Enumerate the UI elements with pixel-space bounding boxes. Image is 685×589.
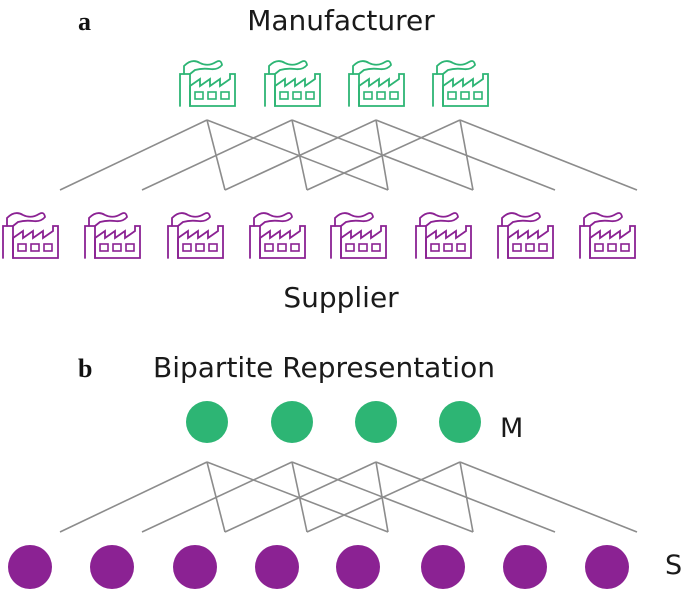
panel-b-supplier-nodes [8, 545, 629, 589]
panel-a-edge-3 [206, 119, 389, 191]
panel-b-edge-3 [206, 461, 389, 533]
supplier-factory-icon-5 [330, 212, 387, 259]
manufacturer-factory-icon-4 [432, 60, 489, 107]
manufacturer-node-1 [186, 401, 228, 443]
panel-a-edges [59, 119, 638, 191]
manufacturer-factory-icon-3 [348, 60, 405, 107]
panel-a-edge-4 [141, 119, 293, 191]
manufacturer-node-4 [439, 401, 481, 443]
supplier-node-5 [336, 545, 380, 589]
panel-a-edge-10 [306, 119, 461, 191]
supplier-factory-icon-4 [249, 212, 306, 259]
supplier-title: Supplier [283, 281, 399, 314]
panel-b-edge-7 [224, 461, 377, 533]
supplier-factory-icon-2 [84, 212, 141, 259]
panel-a-manufacturers [179, 60, 489, 107]
panel-a-edge-7 [224, 119, 377, 191]
panel-b-edge-9 [375, 461, 556, 533]
supplier-factory-icon-6 [415, 212, 472, 259]
supplier-factory-icon-8 [579, 212, 636, 259]
supplier-node-1 [8, 545, 52, 589]
panel-b-edge-12 [459, 461, 638, 533]
manufacturer-factory-icon-2 [264, 60, 321, 107]
supplier-node-4 [255, 545, 299, 589]
panel-a-label: a [78, 7, 91, 36]
supplier-side-label: S [665, 550, 682, 581]
panel-b-edge-11 [459, 461, 474, 533]
panel-b-edges [59, 461, 638, 533]
panel-a-edge-9 [375, 119, 556, 191]
manufacturer-title: Manufacturer [247, 4, 435, 37]
supplier-factory-icon-1 [2, 212, 59, 259]
panel-b-edge-10 [306, 461, 461, 533]
manufacturer-node-3 [355, 401, 397, 443]
panel-a-edge-12 [459, 119, 638, 191]
supplier-node-3 [173, 545, 217, 589]
manufacturer-node-2 [271, 401, 313, 443]
panel-b-label: b [78, 354, 92, 383]
panel-b-edge-1 [59, 461, 208, 533]
supplier-node-8 [585, 545, 629, 589]
panel-a-suppliers [2, 212, 636, 259]
panel-a-edge-1 [59, 119, 208, 191]
manufacturer-factory-icon-1 [179, 60, 236, 107]
manufacturer-side-label: M [500, 413, 523, 444]
supplier-factory-icon-7 [497, 212, 554, 259]
supplier-factory-icon-3 [167, 212, 224, 259]
panel-a-edge-11 [459, 119, 474, 191]
supplier-node-7 [503, 545, 547, 589]
supplier-node-6 [421, 545, 465, 589]
bipartite-title: Bipartite Representation [153, 351, 495, 384]
panel-b-manufacturer-nodes [186, 401, 481, 443]
supplier-node-2 [90, 545, 134, 589]
panel-b-edge-4 [141, 461, 293, 533]
